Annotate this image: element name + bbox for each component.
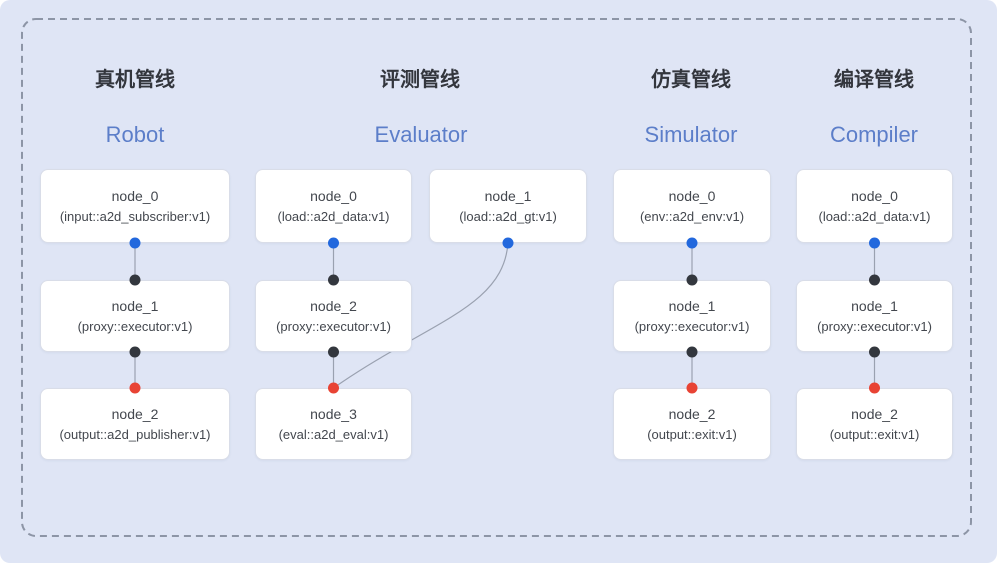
pipeline-title-en-compiler: Compiler [829,122,919,147]
node-type: (env::a2d_env:v1) [639,209,745,224]
node-card-evaluator-node2: node_2 (proxy::executor:v1) [255,280,412,352]
node-title: node_0 [111,188,159,204]
node-title: node_1 [484,188,532,204]
node-title: node_1 [851,298,898,314]
node-type: (proxy::executor:v1) [276,319,391,334]
node-card-simulator-node2: node_2 (output::exit:v1) [613,388,771,460]
node-card-compiler-node2: node_2 (output::exit:v1) [796,388,953,460]
node-card-simulator-node1: node_1 (proxy::executor:v1) [613,280,771,352]
node-type: (load::a2d_data:v1) [277,209,390,224]
node-card-simulator-node0: node_0 (env::a2d_env:v1) [613,169,771,243]
node-card-compiler-node0: node_0 (load::a2d_data:v1) [796,169,953,243]
pipeline-title-zh-simulator: 仿真管线 [651,69,731,91]
node-type: (output::exit:v1) [829,427,920,442]
node-title: node_0 [668,188,716,204]
node-card-evaluator-node0: node_0 (load::a2d_data:v1) [255,169,412,243]
node-card-evaluator-node3: node_3 (eval::a2d_eval:v1) [255,388,412,460]
node-type: (proxy::executor:v1) [77,319,193,334]
node-title: node_1 [668,298,716,314]
node-title: node_1 [111,298,159,314]
node-card-evaluator-node1: node_1 (load::a2d_gt:v1) [429,169,587,243]
node-card-compiler-node1: node_1 (proxy::executor:v1) [796,280,953,352]
node-card-robot-node1: node_1 (proxy::executor:v1) [40,280,230,352]
node-type: (output::a2d_publisher:v1) [59,427,211,442]
pipeline-title-en-simulator: Simulator [644,122,738,147]
edge-evaluator-1-3-curve [333,242,509,389]
node-type: (load::a2d_data:v1) [818,209,931,224]
node-type: (load::a2d_gt:v1) [459,209,557,224]
node-title: node_0 [310,188,357,204]
pipeline-title-en-robot: Robot [105,122,165,147]
node-title: node_2 [851,406,898,422]
node-type: (input::a2d_subscriber:v1) [59,209,211,224]
dashed-frame [21,18,972,537]
node-card-robot-node2: node_2 (output::a2d_publisher:v1) [40,388,230,460]
pipeline-title-en-evaluator: Evaluator [374,122,468,147]
node-type: (proxy::executor:v1) [817,319,932,334]
node-card-robot-node0: node_0 (input::a2d_subscriber:v1) [40,169,230,243]
node-title: node_2 [111,406,159,422]
node-title: node_0 [851,188,898,204]
pipeline-title-zh-evaluator: 评测管线 [380,69,460,91]
node-type: (eval::a2d_eval:v1) [278,427,389,442]
node-title: node_2 [310,298,357,314]
pipeline-title-zh-compiler: 编译管线 [834,69,914,91]
node-title: node_3 [310,406,357,422]
node-title: node_2 [668,406,716,422]
pipeline-title-zh-robot: 真机管线 [95,69,175,91]
node-type: (output::exit:v1) [647,427,737,442]
node-type: (proxy::executor:v1) [634,319,750,334]
